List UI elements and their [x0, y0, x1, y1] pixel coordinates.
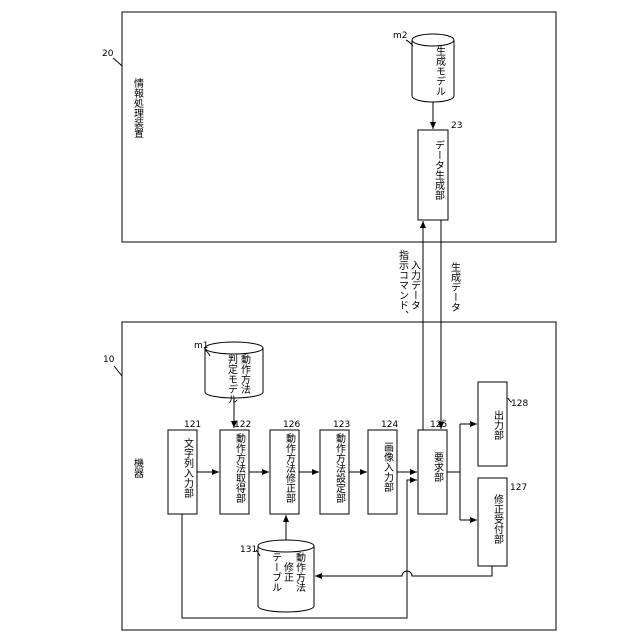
model-m1: 動作方法 判定モデル	[205, 342, 263, 404]
table-131: 動作方法 修正 テーブル	[258, 540, 314, 612]
table-131-line3: テーブル	[270, 552, 282, 592]
device-title: 機器	[132, 457, 144, 479]
block-23-ref: 23	[451, 121, 462, 131]
up-label-line2: 入力データ	[409, 260, 421, 310]
block-124-label: 画像入力部	[382, 442, 394, 493]
block-125-label: 要求部	[432, 452, 444, 483]
block-126-ref: 126	[283, 420, 300, 430]
block-124-ref: 124	[381, 420, 398, 430]
m1-label-line2: 判定モデル	[226, 354, 238, 404]
block-121-ref: 121	[184, 420, 201, 430]
line-127-to-131	[315, 566, 492, 576]
server-ref-leader	[113, 58, 122, 66]
device-ref: 10	[103, 355, 115, 365]
block-127-ref: 127	[510, 483, 527, 493]
server-frame	[122, 12, 556, 242]
table-131-line2: 修正	[282, 561, 294, 582]
up-label-line1: 指示コマンド、	[397, 249, 409, 320]
block-126-label: 動作方法修正部	[284, 432, 296, 504]
block-122-ref: 122	[234, 420, 251, 430]
block-123-label: 動作方法設定部	[334, 432, 346, 504]
device-ref-leader	[114, 366, 122, 376]
down-label: 生成データ	[449, 261, 461, 312]
server-title: 情報処理装置	[132, 77, 144, 138]
block-127-label: 修正受付部	[492, 493, 504, 545]
m2-ref: m2	[393, 31, 408, 41]
block-121-label: 文字列入力部	[182, 437, 194, 499]
m1-ref: m1	[194, 341, 209, 351]
generation-model-m2: 生成モデル	[412, 34, 454, 102]
table-131-line1: 動作方法	[294, 551, 306, 593]
server-ref: 20	[102, 49, 114, 59]
block-125-ref: 125	[430, 420, 447, 430]
block-122-label: 動作方法取得部	[234, 432, 246, 504]
block-128-ref: 128	[511, 399, 528, 409]
m1-label-line1: 動作方法	[239, 353, 251, 395]
block-123-ref: 123	[333, 420, 350, 430]
m2-label: 生成モデル	[434, 45, 446, 96]
block-128-label: 出力部	[492, 409, 504, 441]
block-23-label: データ生成部	[433, 139, 445, 201]
table-131-ref: 131	[240, 545, 257, 555]
